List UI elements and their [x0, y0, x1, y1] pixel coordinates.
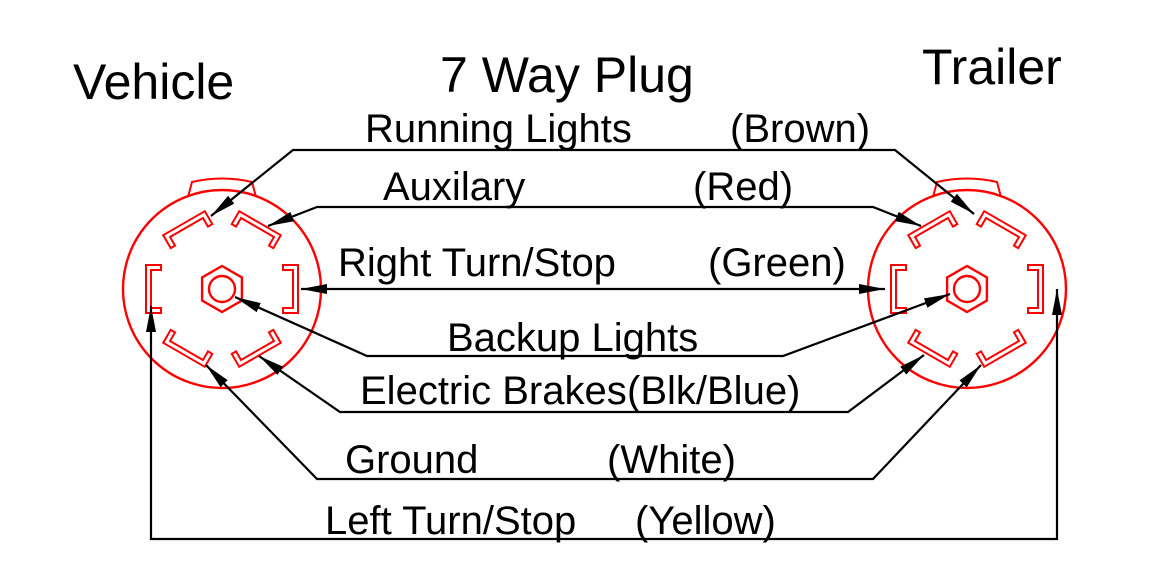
running-lights-wire	[210, 148, 975, 217]
wire-label-auxilary: Auxilary	[383, 165, 525, 209]
wire-labels: Running Lights (Brown) Auxilary (Red) Ri…	[325, 107, 870, 543]
wire-label-right-turn-stop: Right Turn/Stop	[338, 241, 616, 285]
trailer-plug	[868, 179, 1066, 389]
wire-color-electric-brakes: (Blk/Blue)	[627, 369, 800, 413]
wire-leader-lines	[146, 148, 1062, 541]
page-title: 7 Way Plug	[440, 47, 694, 103]
wire-color-ground: (White)	[607, 438, 736, 482]
wire-label-running-lights: Running Lights	[365, 107, 632, 151]
wire-color-left-turn-stop: (Yellow)	[635, 499, 776, 543]
wire-color-auxilary: (Red)	[693, 165, 793, 209]
ground-wire	[205, 364, 982, 481]
left-turn-stop-wire	[146, 289, 1062, 541]
wire-label-electric-brakes: Electric Brakes	[360, 369, 627, 413]
wire-label-left-turn-stop: Left Turn/Stop	[325, 499, 576, 543]
vehicle-header: Vehicle	[73, 54, 234, 110]
trailer-header: Trailer	[922, 39, 1062, 95]
wire-color-running-lights: (Brown)	[730, 107, 870, 151]
wire-label-ground: Ground	[345, 438, 478, 482]
wire-label-backup-lights: Backup Lights	[447, 316, 698, 360]
vehicle-plug	[123, 179, 321, 389]
auxilary-wire	[267, 205, 922, 228]
wire-color-right-turn-stop: (Green)	[708, 241, 846, 285]
